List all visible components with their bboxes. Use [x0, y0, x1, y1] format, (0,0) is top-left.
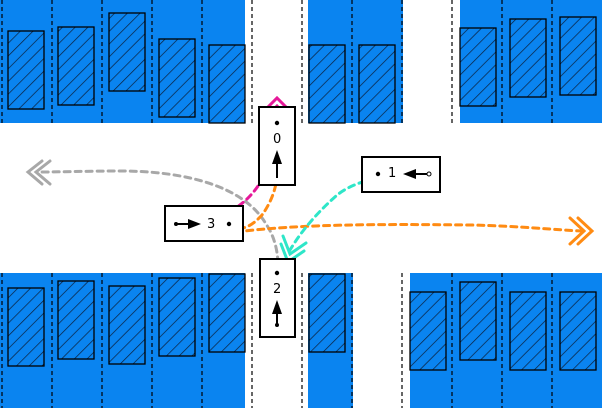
vehicle-0[interactable]: 0 [258, 106, 296, 186]
trajectory-3-arrowhead-icon [568, 216, 595, 246]
parked-car [308, 273, 346, 353]
parked-car [57, 26, 95, 106]
vehicle-1-rear-dot [426, 171, 432, 177]
vehicle-3-front-dot [226, 221, 232, 227]
vehicle-3-rear-dot [174, 222, 178, 226]
vehicle-3[interactable]: 3 [164, 205, 244, 242]
parked-car [158, 277, 196, 357]
vehicle-2[interactable]: 2 [259, 258, 296, 338]
parked-car [358, 44, 396, 124]
parked-car [108, 285, 146, 365]
vehicle-0-front-dot [274, 120, 280, 126]
parked-car [459, 27, 497, 107]
vehicle-0-heading-arrow-icon [272, 150, 282, 164]
vehicle-1-front-dot [375, 171, 381, 177]
vehicle-2-label: 2 [273, 282, 281, 297]
vehicle-0-label: 0 [273, 132, 281, 147]
parked-car [559, 291, 597, 371]
parked-car [7, 30, 45, 110]
vehicle-3-heading-arrow-icon [188, 219, 201, 229]
vehicle-3-label: 3 [207, 217, 215, 232]
parked-car [509, 291, 547, 371]
vehicle-2-heading-arrow-icon [272, 300, 282, 314]
trajectory-2-arrowhead-icon [25, 159, 52, 186]
vehicle-1-label: 1 [388, 166, 396, 181]
parked-car [409, 291, 447, 371]
vehicle-1-heading-arrow-icon [403, 169, 416, 179]
parked-car [208, 44, 246, 124]
vehicle-2-rear-dot [275, 323, 279, 327]
bottom-slot-dividers [1, 273, 553, 408]
parked-car [158, 38, 196, 118]
parked-car [57, 280, 95, 360]
parked-car [208, 273, 246, 353]
top-parking-row [0, 0, 602, 124]
parked-car [108, 12, 146, 92]
parked-car [509, 18, 547, 98]
vehicle-1[interactable]: 1 [361, 156, 441, 193]
parked-car [459, 281, 497, 361]
bottom-parking-row [0, 273, 602, 408]
bottom-parked-cars [7, 273, 597, 371]
top-parked-cars [7, 12, 597, 124]
vehicles: 0 1 2 3 [164, 106, 441, 338]
parked-car [7, 287, 45, 367]
vehicle-2-front-dot [274, 270, 280, 276]
parked-car [559, 16, 597, 96]
parked-car [308, 44, 346, 124]
